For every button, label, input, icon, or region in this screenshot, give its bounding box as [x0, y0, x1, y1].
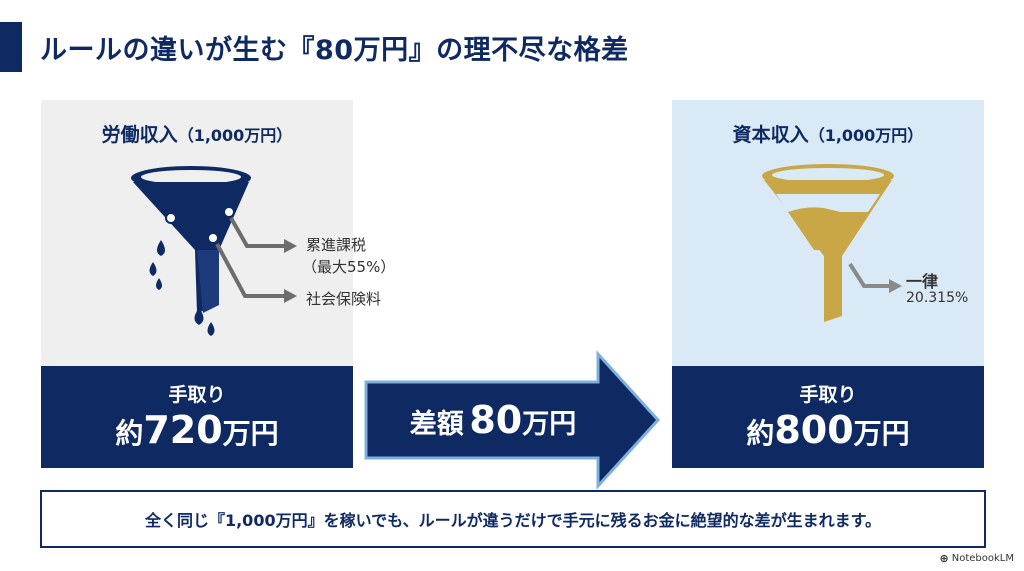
watermark-text: NotebookLM — [951, 553, 1014, 564]
capital-income-amount: （1,000万円） — [808, 126, 924, 145]
notebooklm-logo-icon: ⊕ — [939, 552, 949, 565]
title-accent-bar — [0, 22, 22, 72]
capital-flat-tax-label: 一律 — [906, 272, 939, 291]
labor-takehome-label: 手取り — [168, 384, 226, 406]
difference-number: 80 — [469, 398, 523, 442]
labor-takehome-amount: 約720万円 — [41, 408, 353, 452]
summary-box: 全く同じ『1,000万円』を稼いでも、ルールが違うだけで手元に残るお金に絶望的な… — [40, 490, 986, 548]
difference-prefix: 差額 — [409, 409, 464, 440]
capital-income-title: 資本収入（1,000万円） — [672, 120, 984, 147]
deduction-progressive-tax: 累進課税 — [306, 236, 367, 254]
capital-takehome-amount: 約800万円 — [672, 408, 984, 452]
labor-takehome-prefix: 約 — [115, 417, 144, 450]
labor-income-label: 労働収入 — [101, 124, 178, 146]
capital-flat-tax-rate: 20.315% — [906, 290, 969, 306]
leaking-funnel-icon — [131, 166, 297, 336]
difference-amount: 差額 80万円 — [370, 398, 616, 442]
deduction-social-insurance: 社会保険料 — [306, 290, 382, 308]
labor-takehome-box: 手取り 約720万円 — [41, 366, 353, 468]
right-arrow-icon — [364, 350, 661, 490]
capital-takehome-label: 手取り — [799, 384, 857, 406]
labor-income-panel: 労働収入（1,000万円） — [41, 100, 353, 368]
labor-income-amount: （1,000万円） — [177, 126, 293, 145]
summary-text: 全く同じ『1,000万円』を稼いでも、ルールが違うだけで手元に残るお金に絶望的な… — [144, 511, 882, 530]
labor-takehome-number: 720 — [143, 408, 223, 452]
notebooklm-watermark: ⊕ NotebookLM — [940, 552, 1014, 565]
capital-takehome-prefix: 約 — [746, 417, 775, 450]
labor-takehome-unit: 万円 — [222, 417, 279, 450]
deduction-progressive-tax-max: （最大55%） — [302, 258, 396, 276]
capital-takehome-box: 手取り 約800万円 — [672, 366, 984, 468]
capital-income-panel: 資本収入（1,000万円） — [672, 100, 984, 368]
page-title: ルールの違いが生む『80万円』の理不尽な格差 — [40, 35, 629, 66]
capital-income-label: 資本収入 — [732, 124, 809, 146]
labor-income-title: 労働収入（1,000万円） — [41, 120, 353, 147]
capital-takehome-number: 800 — [774, 408, 854, 452]
capital-takehome-unit: 万円 — [853, 417, 910, 450]
gold-funnel-icon — [762, 164, 902, 322]
difference-unit: 万円 — [522, 409, 577, 440]
